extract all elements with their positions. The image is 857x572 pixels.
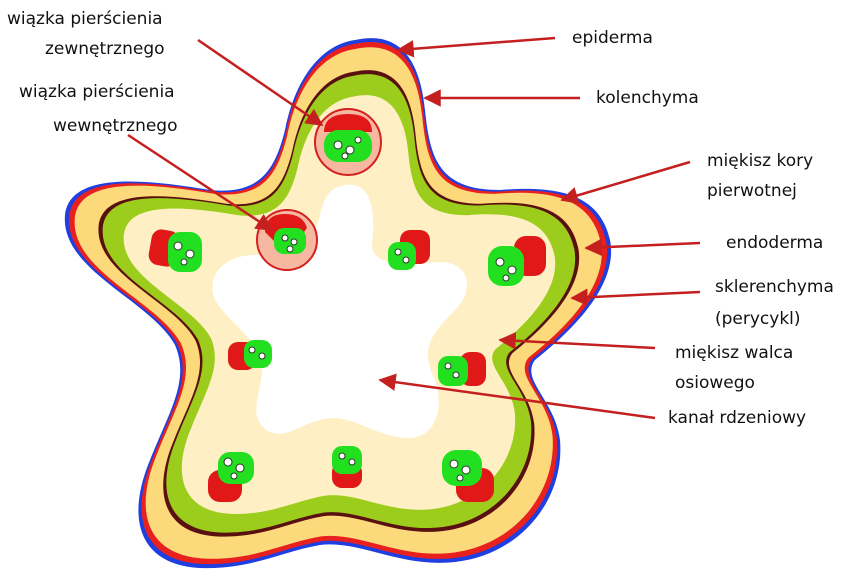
label-kolenchyma: kolenchyma	[596, 87, 699, 109]
inner-ring-bundle-right	[438, 352, 486, 386]
label-endoderma: endoderma	[726, 232, 823, 254]
outer-ring-bundle-top	[315, 109, 381, 175]
inner-ring-bundle-left	[228, 340, 272, 370]
arrow-epiderma	[398, 38, 555, 50]
label-cortex-line2: pierwotnej	[707, 180, 797, 202]
label-cortex-line1: miękisz kory	[707, 150, 813, 172]
label-sclerenchyma-line2: (perycykl)	[715, 308, 801, 330]
label-outer-bundle-line1: wiązka pierścienia	[7, 8, 163, 30]
label-inner-bundle-line1: wiązka pierścienia	[19, 81, 175, 103]
inner-ring-bundle-highlighted	[257, 210, 317, 270]
label-epiderma: epiderma	[572, 27, 653, 49]
label-sclerenchyma-line1: sklerenchyma	[715, 276, 834, 298]
label-pith-canal: kanał rdzeniowy	[668, 407, 806, 429]
label-stele-line1: miękisz walca	[675, 342, 793, 364]
arrow-cortex	[562, 162, 690, 200]
label-inner-bundle-line2: wewnętrznego	[53, 115, 178, 137]
inner-ring-bundle-bottom	[332, 446, 362, 488]
label-outer-bundle-line2: zewnętrznego	[45, 38, 165, 60]
label-stele-line2: osiowego	[675, 372, 755, 394]
